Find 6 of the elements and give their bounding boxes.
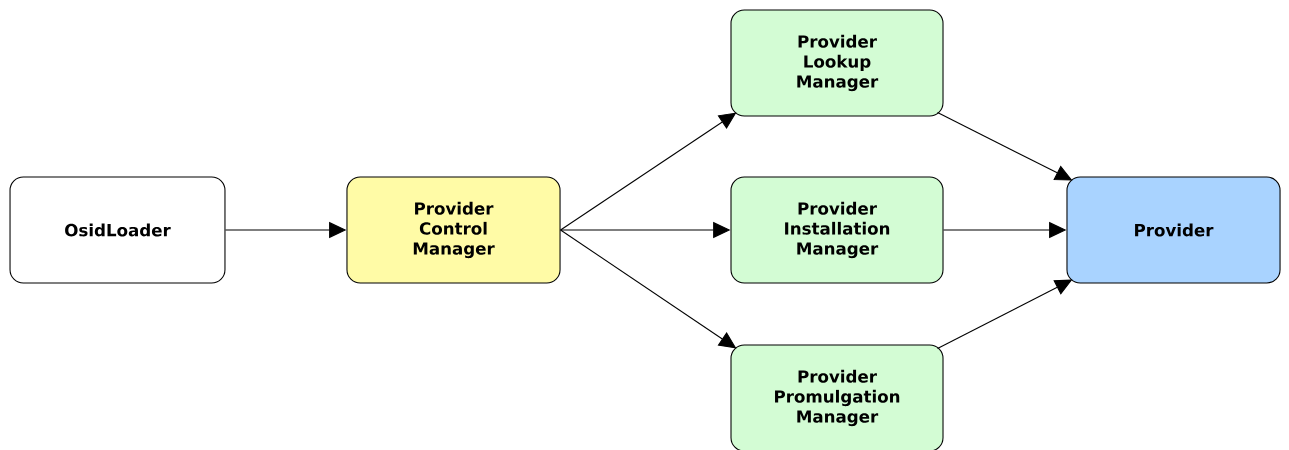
manager-box: Provider Lookup Manager <box>730 9 944 117</box>
manager-box: Provider Installation Manager <box>730 176 944 284</box>
manager-box: Provider Promulgation Manager <box>730 344 944 450</box>
provider-box: Provider <box>1066 176 1281 284</box>
control-box: Provider Control Manager <box>346 176 561 284</box>
start-box: OsidLoader <box>9 176 226 284</box>
